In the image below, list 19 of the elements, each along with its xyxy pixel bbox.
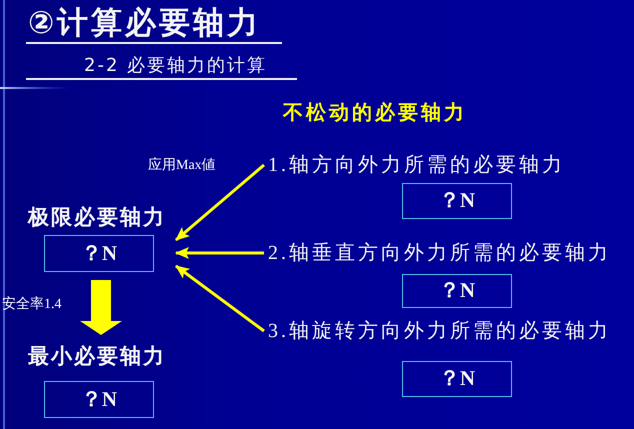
value-box: ？N bbox=[402, 183, 512, 219]
arrow bbox=[175, 264, 265, 332]
slide-title: ②计算必要轴力 bbox=[26, 4, 282, 44]
value-box: ？N bbox=[402, 274, 512, 308]
value-box: ？N bbox=[44, 381, 154, 418]
node-heading: 极限必要轴力 bbox=[28, 204, 167, 230]
note-text: 应用Max値 bbox=[148, 157, 216, 175]
item-text: 1.轴方向外力所需的必要轴力 bbox=[268, 152, 565, 178]
value-box: ？N bbox=[44, 235, 154, 272]
item-text: 3.轴旋转方向外力所需的必要轴力 bbox=[268, 318, 611, 344]
arrow bbox=[175, 247, 264, 259]
arrow bbox=[175, 164, 265, 242]
item-text: 2.轴垂直方向外力所需的必要轴力 bbox=[268, 240, 611, 266]
edge-label: 安全率1.4 bbox=[2, 296, 62, 314]
value-box: ？N bbox=[402, 361, 512, 397]
section-heading: 不松动的必要轴力 bbox=[283, 99, 467, 125]
node-heading: 最小必要轴力 bbox=[28, 343, 167, 369]
block-arrow bbox=[80, 280, 122, 335]
subtitle: 2-2 必要轴力的计算 bbox=[26, 53, 297, 80]
